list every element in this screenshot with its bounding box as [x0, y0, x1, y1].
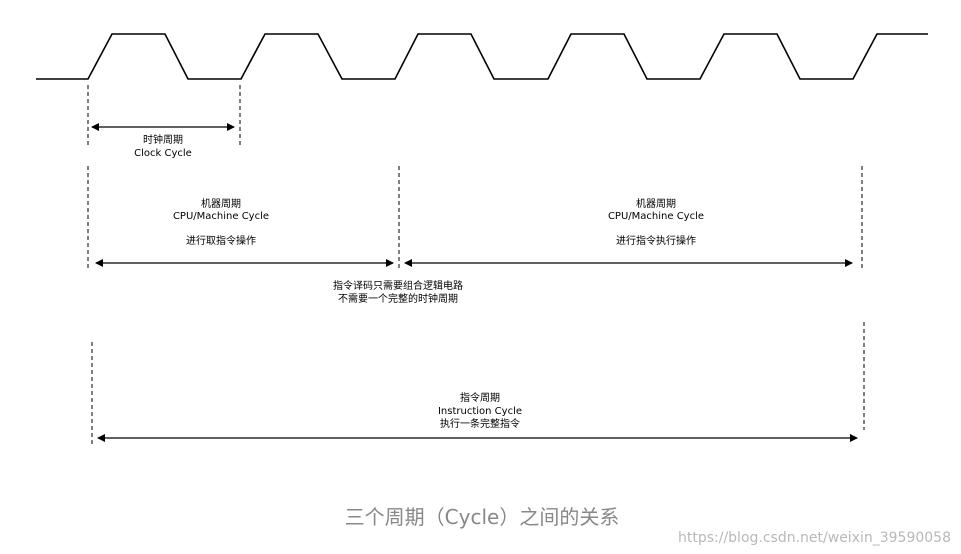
machine-cycle-1-desc: 进行取指令操作	[186, 234, 256, 247]
guide-lines	[87, 85, 865, 445]
instruction-cycle-desc: 执行一条完整指令	[440, 417, 520, 430]
machine-cycle-1-label-cn: 机器周期	[201, 197, 241, 210]
clock-waveform	[36, 33, 928, 80]
decode-note-line-1: 指令译码只需要组合逻辑电路	[333, 279, 463, 292]
figure-caption: 三个周期（Cycle）之间的关系	[345, 505, 620, 529]
machine-cycle-1-label-en: CPU/Machine Cycle	[173, 211, 269, 222]
clock-cycle-label-en: Clock Cycle	[134, 148, 192, 159]
decode-note-line-2: 不需要一个完整的时钟周期	[338, 292, 458, 305]
instruction-cycle-label-cn: 指令周期	[460, 391, 500, 404]
clock-cycle-label-cn: 时钟周期	[143, 133, 183, 146]
machine-cycle-2-desc: 进行指令执行操作	[616, 234, 696, 247]
machine-cycle-2-label-cn: 机器周期	[636, 197, 676, 210]
machine-cycle-2-label-en: CPU/Machine Cycle	[608, 211, 704, 222]
watermark-text: https://blog.csdn.net/weixin_39590058	[678, 530, 951, 546]
instruction-cycle-label-en: Instruction Cycle	[438, 406, 522, 417]
